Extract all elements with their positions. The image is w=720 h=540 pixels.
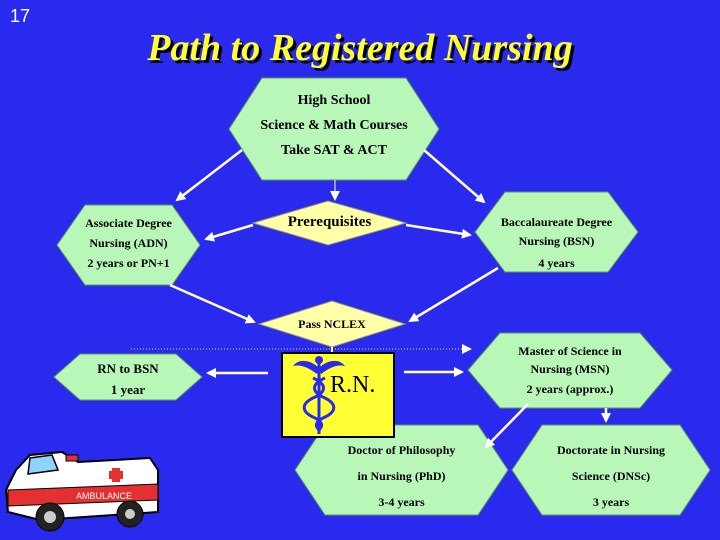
- arrow-bsn-nclex: [408, 266, 499, 323]
- node-high-school: High School Science & Math Courses Take …: [229, 88, 439, 163]
- bsn-line-2: Nursing (BSN): [518, 234, 595, 248]
- node-rn-to-bsn: RN to BSN 1 year: [54, 358, 202, 400]
- arrow-prereq-bsn: [405, 223, 472, 239]
- bsn-line-3: 4 years: [538, 256, 575, 270]
- arrow-prereq-adn: [204, 223, 254, 242]
- node-msn: Master of Science in Nursing (MSN) 2 yea…: [468, 342, 672, 398]
- high-school-line-2: Science & Math Courses: [260, 118, 408, 133]
- slide-number: 17: [10, 6, 31, 26]
- dnsc-line-1: Doctorate in Nursing: [557, 443, 665, 457]
- high-school-shape: [228, 77, 440, 181]
- ambulance-label: AMBULANCE: [76, 491, 132, 501]
- node-prerequisites: Prerequisites: [253, 214, 406, 231]
- rn-to-bsn-line-1: RN to BSN: [97, 361, 159, 376]
- arrow-msn-phd: [484, 403, 529, 449]
- node-adn: Associate Degree Nursing (ADN) 2 years o…: [57, 213, 200, 273]
- page-title: Path to Registered Nursing: [147, 27, 573, 69]
- adn-shape: [56, 204, 201, 286]
- rn-to-bsn-shape: [53, 353, 203, 401]
- arrow-adn-nclex: [169, 283, 256, 324]
- node-phd: Doctor of Philosophy in Nursing (PhD) 3-…: [295, 441, 508, 511]
- phd-line-3: 3-4 years: [378, 495, 425, 509]
- node-nclex: Pass NCLEX: [259, 317, 405, 332]
- msn-shape: [467, 332, 673, 409]
- msn-line-3: 2 years (approx.): [526, 382, 614, 396]
- nclex-label: Pass NCLEX: [298, 317, 366, 331]
- msn-line-2: Nursing (MSN): [530, 362, 610, 376]
- ambulance-icon: AMBULANCE: [4, 450, 159, 532]
- bsn-shape: [474, 191, 639, 273]
- phd-line-2: in Nursing (PhD): [357, 469, 446, 483]
- node-dnsc: Doctorate in Nursing Science (DNSc) 3 ye…: [512, 441, 710, 511]
- high-school-line-1: High School: [297, 93, 371, 108]
- prerequisites-label: Prerequisites: [287, 214, 372, 230]
- adn-line-3: 2 years or PN+1: [87, 256, 170, 270]
- arrow-hs-bsn: [423, 149, 486, 204]
- rn-badge: [281, 352, 395, 438]
- rn-label: R.N.: [330, 372, 376, 398]
- prerequisites-shape: [251, 200, 408, 246]
- dnsc-shape: [511, 424, 711, 516]
- msn-line-1: Master of Science in: [518, 344, 622, 358]
- nclex-shape: [257, 300, 407, 348]
- node-bsn: Baccalaureate Degree Nursing (BSN) 4 yea…: [475, 213, 638, 273]
- rn-to-bsn-line-2: 1 year: [110, 382, 146, 397]
- adn-line-2: Nursing (ADN): [89, 236, 168, 250]
- dnsc-line-3: 3 years: [592, 495, 630, 509]
- caduceus-icon: [293, 356, 345, 434]
- arrow-hs-adn: [175, 149, 243, 202]
- phd-line-1: Doctor of Philosophy: [347, 443, 456, 457]
- dnsc-line-2: Science (DNSc): [571, 469, 651, 483]
- bsn-line-1: Baccalaureate Degree: [500, 215, 613, 229]
- adn-line-1: Associate Degree: [85, 216, 172, 230]
- high-school-line-3: Take SAT & ACT: [281, 143, 387, 158]
